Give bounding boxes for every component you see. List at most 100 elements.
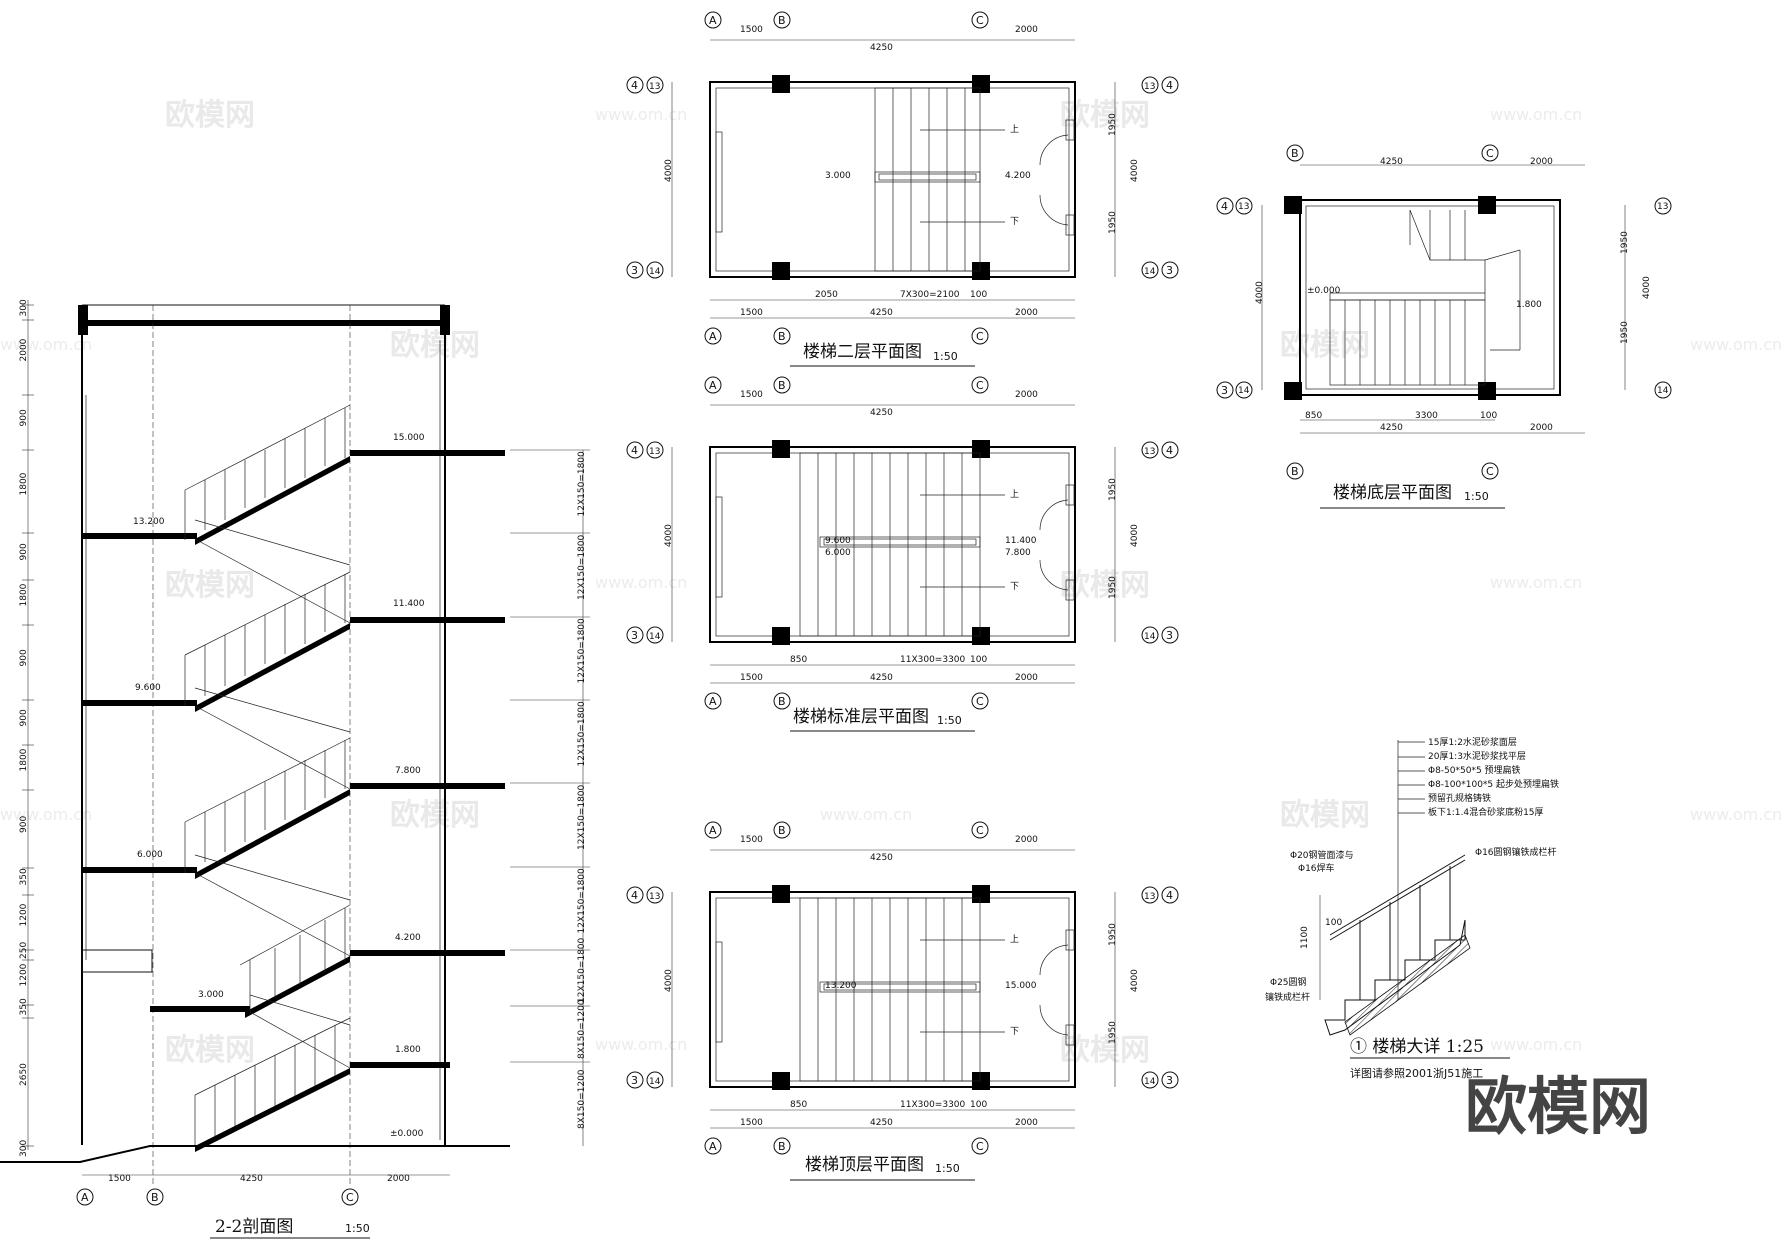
axis-bubble-C <box>1481 144 1499 162</box>
axis-bubble-13 <box>1141 441 1159 459</box>
section-flight <box>245 956 350 1018</box>
axis-bubble-A <box>76 1188 94 1206</box>
stair-up-label: 上 <box>1010 934 1019 945</box>
door-swing <box>1039 134 1069 226</box>
detail-note: 板下1:1.4混合砂浆底粉15厚 <box>1428 806 1544 818</box>
dim-label: 1950 <box>1108 576 1118 599</box>
axis-bubble-3 <box>1161 261 1179 279</box>
dim-label: 300 <box>19 1140 29 1157</box>
axis-bubble-B <box>773 821 791 839</box>
detail-dim-100: 100 <box>1325 918 1342 928</box>
axis-bubble-3 <box>626 626 644 644</box>
dim-label: 2000 <box>1530 157 1553 167</box>
section-floor-slab <box>350 783 505 789</box>
watermark-url: www.om.cn <box>1690 335 1782 354</box>
dim-label: 850 <box>790 655 807 665</box>
axis-bubble-3 <box>626 1071 644 1089</box>
plan-wall-outline <box>709 81 1076 278</box>
dim-label: 12X150=1800 <box>577 937 587 1003</box>
dim-label: 900 <box>19 816 29 833</box>
section-landing <box>82 533 197 539</box>
axis-label: 14 <box>649 1077 661 1087</box>
watermark-url: www.om.cn <box>0 805 92 824</box>
watermark-brand: 欧模网 <box>1060 568 1150 603</box>
detail-ref: 详图请参照2001浙J51施工 <box>1350 1066 1483 1080</box>
axis-label: B <box>778 1140 786 1153</box>
dim-label: 1500 <box>740 308 763 318</box>
axis-label: 4 <box>631 79 638 92</box>
dim-label: 2650 <box>19 1063 29 1086</box>
dim-label: 12X150=1800 <box>577 451 587 517</box>
section-back-flight <box>194 705 351 790</box>
column <box>972 440 990 458</box>
elev-label: 3.000 <box>825 171 851 181</box>
watermark-brand: 欧模网 <box>390 328 480 363</box>
detail-handrail <box>1329 854 1466 936</box>
dim-label: 4250 <box>1380 157 1403 167</box>
dim-label: 12X150=1800 <box>577 868 587 934</box>
axis-bubble-B <box>773 692 791 710</box>
dim-label: 4000 <box>1255 281 1265 304</box>
axis-bubble-B <box>773 327 791 345</box>
dim-label: 4250 <box>870 43 893 53</box>
dim-label: 1950 <box>1108 923 1118 946</box>
dim-label: 900 <box>19 543 29 560</box>
dim-label: 100 <box>1480 411 1497 421</box>
column <box>772 885 790 903</box>
axis-label: A <box>709 14 717 27</box>
dim-label: 900 <box>19 649 29 666</box>
section-landing <box>82 867 197 873</box>
elev-label: 7.800 <box>395 766 421 776</box>
axis-bubble-13 <box>646 441 664 459</box>
axis-label: 4 <box>631 889 638 902</box>
dim-label: 11X300=3300 <box>900 655 966 665</box>
axis-bubble-C <box>971 11 989 29</box>
elev-label: 11.400 <box>1005 536 1037 546</box>
section-roof-slab <box>78 320 450 326</box>
elev-label: 3.000 <box>198 990 224 1000</box>
axis-bubble-13 <box>1141 886 1159 904</box>
axis-label: 13 <box>1657 202 1668 212</box>
watermark-url: www.om.cn <box>595 105 687 124</box>
dim-label: 4000 <box>664 159 674 182</box>
watermark-brand: 欧模网 <box>165 568 255 603</box>
plan-stair-outline <box>874 87 981 272</box>
stair-up-label: 上 <box>1010 124 1019 135</box>
axis-bubble-C <box>971 692 989 710</box>
watermark-url: www.om.cn <box>595 573 687 592</box>
axis-label: 3 <box>1166 1074 1173 1087</box>
axis-bubble-4 <box>626 441 644 459</box>
axis-bubble-A <box>704 11 722 29</box>
axis-bubble-C <box>341 1188 359 1206</box>
dim-label: 2000 <box>1015 673 1038 683</box>
section-floor-slab <box>350 950 505 956</box>
dim-label: 8X150=1200 <box>577 1069 587 1129</box>
axis-bubble-B <box>146 1188 164 1206</box>
detail-leader-ticks <box>1398 741 1425 814</box>
axis-label: 14 <box>1144 632 1156 642</box>
elev-label: 7.800 <box>1005 548 1031 558</box>
axis-label: 13 <box>649 82 660 92</box>
planBase-scale: 1:50 <box>1464 490 1489 503</box>
stair-down-label: 下 <box>1010 1027 1019 1037</box>
section-2-2-drawing: 15.000 13.200 11.400 9.600 7.800 6.000 4… <box>0 299 590 1239</box>
column <box>972 262 990 280</box>
watermark-url: www.om.cn <box>0 335 92 354</box>
plan-window <box>715 941 723 1043</box>
axis-label: 14 <box>1238 386 1250 396</box>
axis-bubble-B <box>773 11 791 29</box>
axis-label: 3 <box>1221 384 1228 397</box>
column <box>772 262 790 280</box>
axis-label: B <box>151 1191 159 1204</box>
axis-label: B <box>778 330 786 343</box>
elev-label: 9.600 <box>135 683 161 693</box>
axis-label: 13 <box>1144 892 1155 902</box>
detail-note: 预留孔规格铸铁 <box>1428 792 1491 804</box>
dim-label: 1500 <box>740 673 763 683</box>
column <box>1284 196 1302 214</box>
section-column <box>440 305 450 335</box>
section-flight <box>195 623 350 712</box>
detail-handrail <box>1329 859 1466 941</box>
column <box>772 1072 790 1090</box>
